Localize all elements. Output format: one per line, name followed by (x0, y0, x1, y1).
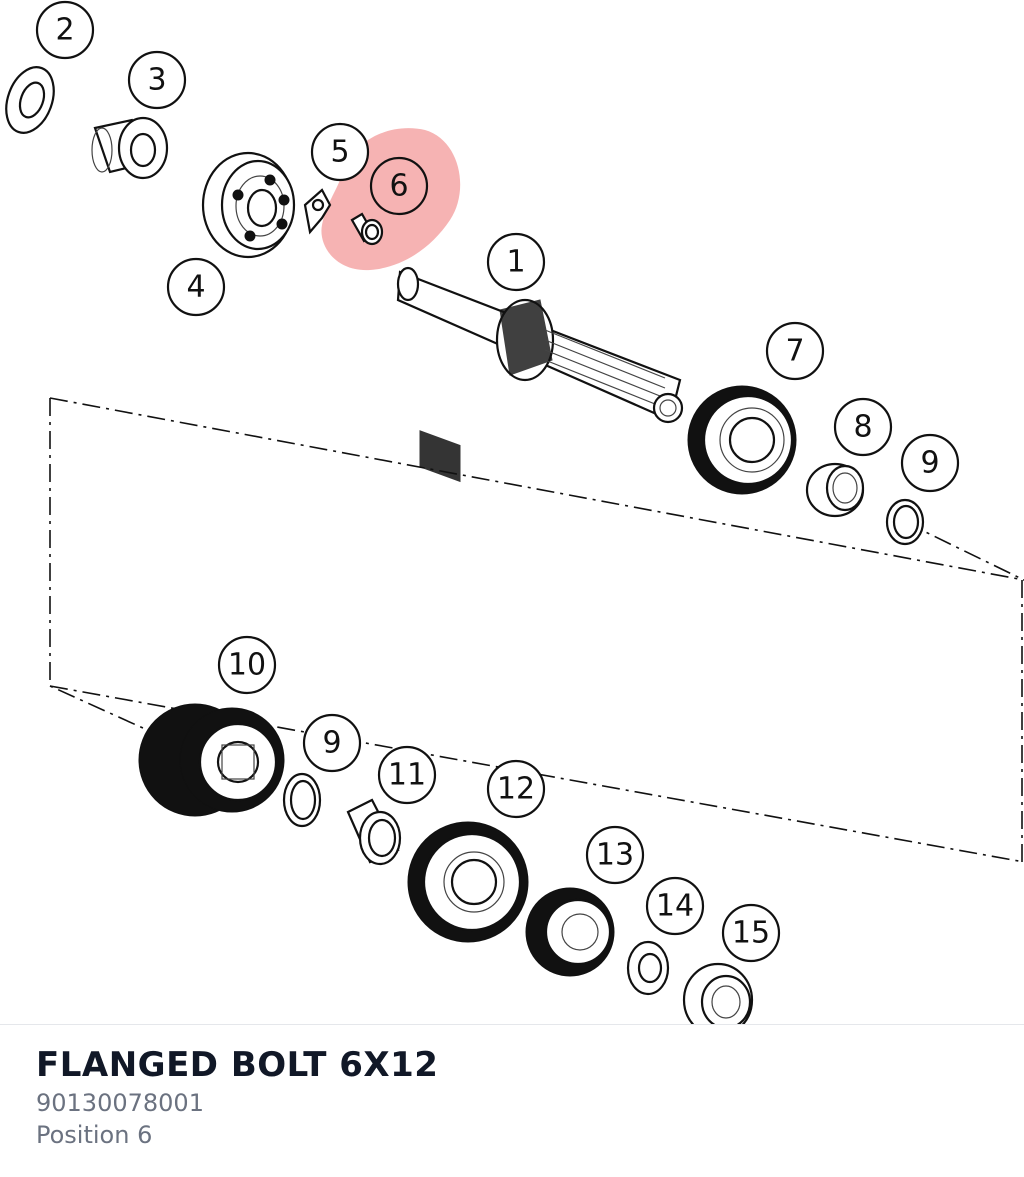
part-bushing[interactable] (91, 116, 169, 180)
part-gear-cluster[interactable] (138, 703, 285, 817)
callout-15[interactable]: 15 (721, 903, 781, 963)
shaft-axis-line (49, 398, 166, 739)
part-gear-large[interactable] (687, 385, 797, 495)
part-bushing-lower[interactable] (346, 798, 402, 866)
callout-14[interactable]: 14 (645, 876, 705, 936)
part-info-panel: FLANGED BOLT 6X12 90130078001 Position 6 (0, 1024, 1024, 1177)
shaft-axis-line-right (904, 521, 1024, 581)
callout-2[interactable]: 2 (35, 0, 95, 60)
part-number: 90130078001 (36, 1089, 204, 1117)
part-gear-small[interactable] (525, 887, 615, 977)
callout-label: 7 (785, 334, 804, 369)
callout-label: 12 (497, 772, 535, 807)
callout-label: 10 (228, 648, 266, 683)
part-gear-medium[interactable] (407, 821, 529, 943)
part-position: Position 6 (36, 1121, 153, 1149)
callout-7[interactable]: 7 (765, 321, 825, 381)
callout-8[interactable]: 8 (833, 397, 893, 457)
callout-label: 9 (322, 726, 341, 761)
callout-label: 5 (330, 135, 349, 170)
part-lock-plate[interactable] (303, 188, 332, 235)
part-bearing[interactable] (201, 151, 296, 259)
callout-label: 8 (853, 410, 872, 445)
shaft-axis-line-top (49, 397, 1024, 581)
callout-10[interactable]: 10 (217, 635, 277, 695)
callout-6[interactable]: 6 (369, 156, 429, 216)
part-name: FLANGED BOLT 6X12 (36, 1045, 439, 1085)
part-washer[interactable] (0, 61, 62, 140)
callout-9[interactable]: 9 (900, 433, 960, 493)
callout-label: 4 (186, 270, 205, 305)
callout-5[interactable]: 5 (310, 122, 370, 182)
exploded-diagram: 2 3 5 6 1 4 7 8 9 10 9 11 (0, 0, 1024, 1024)
callout-13[interactable]: 13 (585, 825, 645, 885)
callout-4[interactable]: 4 (166, 257, 226, 317)
part-bearing-lower[interactable] (682, 962, 754, 1024)
callout-label: 9 (920, 446, 939, 481)
callout-9-lower[interactable]: 9 (302, 713, 362, 773)
callout-label: 3 (147, 63, 166, 98)
callout-3[interactable]: 3 (127, 50, 187, 110)
callout-label: 13 (596, 838, 634, 873)
callout-11[interactable]: 11 (377, 745, 437, 805)
callout-label: 6 (389, 169, 408, 204)
callout-label: 2 (55, 13, 74, 48)
part-input-shaft[interactable] (396, 266, 684, 483)
callout-12[interactable]: 12 (486, 759, 546, 819)
part-washer-lower[interactable] (626, 940, 670, 996)
callout-label: 14 (656, 889, 694, 924)
callout-label: 11 (388, 758, 426, 793)
part-flanged-bolt[interactable] (350, 212, 384, 246)
part-needle-bearing[interactable] (805, 462, 865, 518)
part-circlip[interactable] (885, 498, 925, 546)
part-circlip-lower[interactable] (282, 772, 322, 828)
callout-label: 1 (506, 245, 525, 280)
callout-label: 15 (732, 916, 770, 951)
callout-1[interactable]: 1 (486, 232, 546, 292)
